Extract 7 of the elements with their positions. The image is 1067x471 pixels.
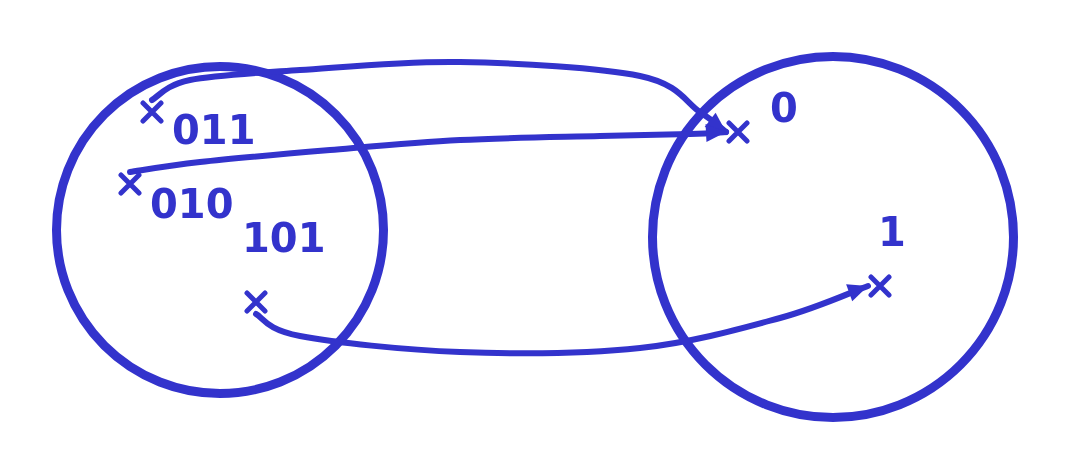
point-label: 010 [150, 180, 234, 228]
arrow [253, 283, 871, 357]
point-label: 1 [878, 208, 906, 256]
point-label: 0 [770, 84, 798, 132]
point-label: 101 [242, 214, 326, 262]
point-label: 011 [172, 106, 256, 154]
arrow [127, 124, 729, 175]
